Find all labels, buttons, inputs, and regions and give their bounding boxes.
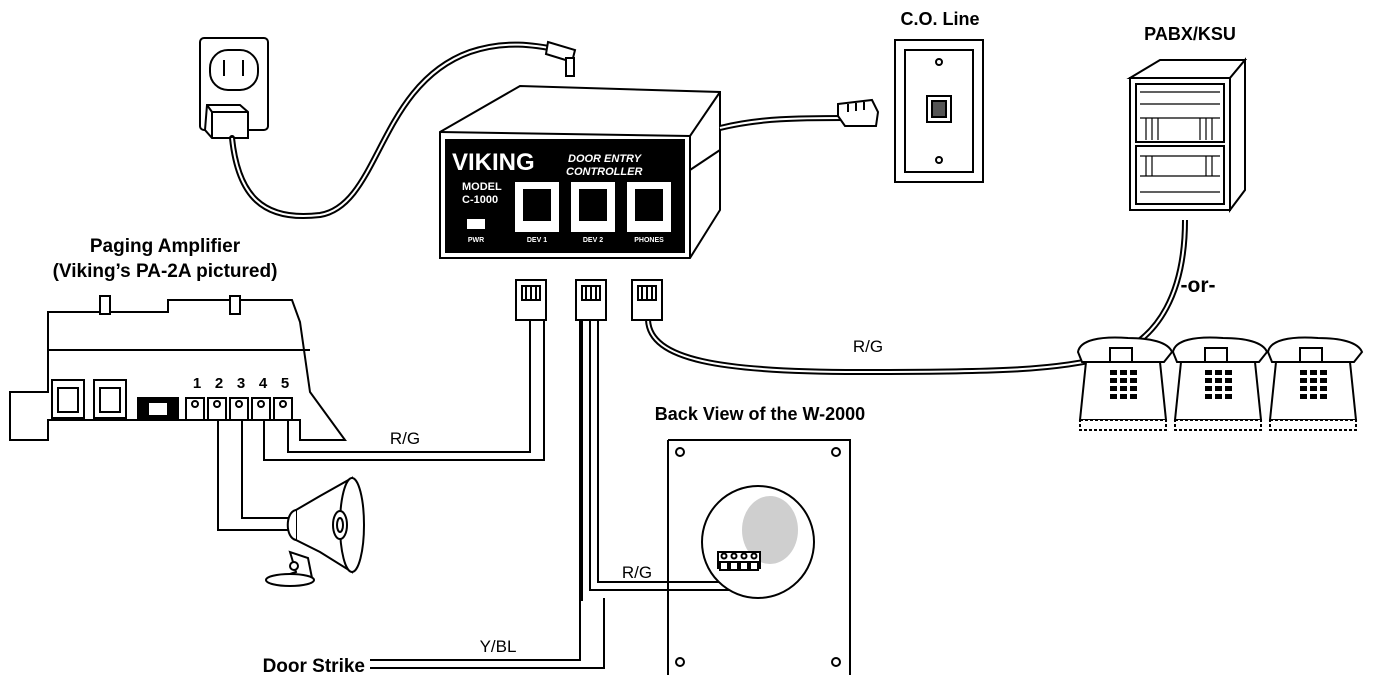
wire-label-phones: R/G (853, 337, 883, 356)
wire-label-door-strike: Y/BL (480, 637, 517, 656)
jack-label-dev1: DEV 1 (527, 237, 547, 244)
co-line-label: C.O. Line (900, 9, 979, 29)
paging-amplifier (9, 295, 347, 441)
amp-dev1-wires (263, 320, 545, 461)
power-adapter (203, 104, 249, 139)
power-cord-inner (231, 43, 561, 218)
telephone-3 (1266, 336, 1364, 431)
rj-plug-co (837, 98, 880, 127)
amp-terminal-5: 5 (281, 375, 289, 392)
controller-product-line2: CONTROLLER (566, 166, 642, 178)
back-view-label: Back View of the W-2000 (655, 404, 865, 424)
or-label: -or- (1181, 274, 1216, 297)
door-strike-label: Door Strike (263, 656, 365, 675)
jack-label-dev2: DEV 2 (583, 237, 603, 244)
controller-model-label: MODEL (462, 181, 502, 193)
rj-plug-dev1 (515, 279, 547, 321)
controller-box (439, 84, 721, 259)
jack-label-phones: PHONES (634, 237, 664, 244)
paging-amp-subtitle: (Viking’s PA-2A pictured) (53, 261, 278, 282)
pwr-led (465, 217, 487, 231)
amp-terminal-3: 3 (237, 375, 245, 392)
amp-terminal-strip (185, 397, 293, 421)
pabx-label: PABX/KSU (1144, 24, 1236, 44)
co-wall-plate (894, 39, 984, 183)
amp-terminal-2: 2 (215, 375, 223, 392)
rj-plug-phones (631, 279, 663, 321)
amp-horn-wires (217, 420, 300, 531)
telephone-1 (1076, 336, 1174, 431)
rj-plug-dev2 (575, 279, 607, 321)
amp-terminal-4: 4 (259, 375, 268, 392)
power-plug (544, 40, 577, 77)
wire-label-w2000: R/G (622, 563, 652, 582)
controller-front-panel (445, 139, 685, 253)
wire-label-amp: R/G (390, 429, 420, 448)
paging-amp-title: Paging Amplifier (90, 236, 241, 257)
horn-speaker (265, 476, 365, 587)
pwr-label: PWR (468, 237, 484, 244)
controller-model: C-1000 (462, 194, 498, 206)
w2000-back-panel (667, 439, 851, 675)
controller-product-line1: DOOR ENTRY (568, 153, 643, 165)
amp-terminal-1: 1 (193, 375, 201, 392)
door-strike-wires (370, 320, 605, 669)
telephone-2 (1171, 336, 1269, 431)
controller-brand: VIKING (452, 149, 535, 176)
pabx-cabinet (1126, 57, 1248, 213)
